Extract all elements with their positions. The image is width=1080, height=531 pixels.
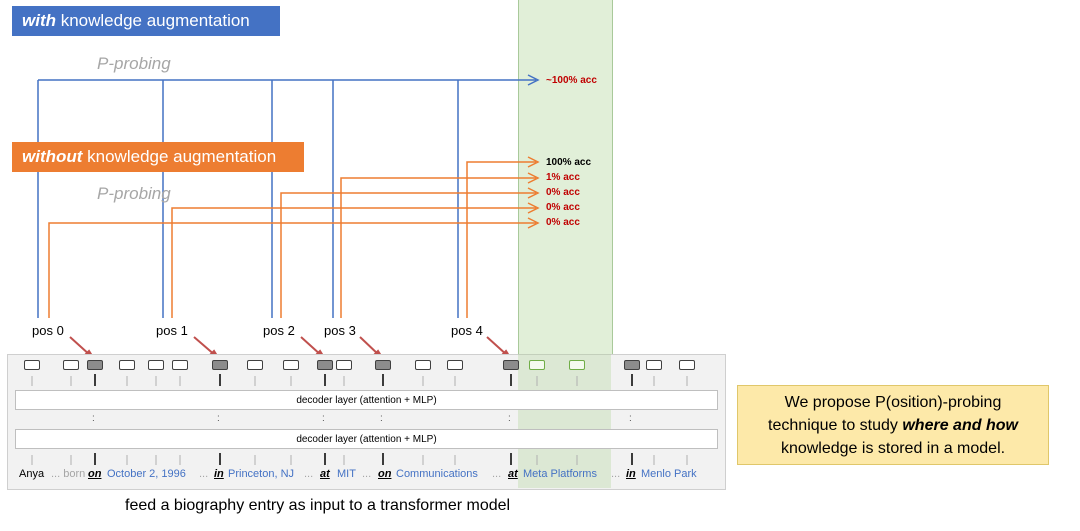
token-ellipsis: ... (492, 468, 502, 480)
without-line-pos1 (171, 207, 536, 318)
output-box (172, 360, 188, 370)
without-accuracy-pos3: 1% acc (546, 172, 580, 183)
without-accuracy-pos4: 100% acc (546, 157, 592, 168)
without-line-pos4 (466, 161, 536, 318)
vertical-dots: : (380, 413, 383, 424)
output-box (283, 360, 299, 370)
token-ellipsis: ... (199, 468, 209, 480)
vertical-dots: : (629, 413, 632, 424)
token-meta-platforms: Meta Platforms (523, 468, 597, 480)
output-box (24, 360, 40, 370)
without-accuracy-pos1: 0% acc (546, 202, 580, 213)
pos-label-4: pos 4 (451, 323, 483, 338)
vertical-dots: : (508, 413, 511, 424)
output-box (119, 360, 135, 370)
pos-label-2: pos 2 (263, 323, 295, 338)
without-augmentation-banner: without knowledge augmentation (12, 142, 304, 172)
output-box (247, 360, 263, 370)
with-augmentation-banner: with knowledge augmentation (12, 6, 280, 36)
token-anya: Anya (19, 468, 45, 480)
token-in: in (214, 468, 224, 480)
with-arrowhead (527, 74, 540, 86)
token-in: in (626, 468, 636, 480)
decoder-layer-top: decoder layer (attention + MLP) (15, 390, 718, 410)
output-box-probed (503, 360, 519, 370)
token-on: on (378, 468, 392, 480)
vertical-dots: : (92, 413, 95, 424)
vertical-dots: : (322, 413, 325, 424)
output-box (148, 360, 164, 370)
diagram-caption: feed a biography entry as input to a tra… (125, 497, 511, 514)
without-accuracy-pos2: 0% acc (546, 187, 580, 198)
output-box-probed (87, 360, 103, 370)
token-mit: MIT (337, 468, 356, 480)
without-line-pos0 (48, 222, 536, 318)
token-ellipsis: ... (304, 468, 314, 480)
token-ellipsis: ... (611, 468, 621, 480)
output-box (679, 360, 695, 370)
vertical-dots: : (217, 413, 220, 424)
pos-label-0: pos 0 (32, 323, 64, 338)
token-at: at (320, 468, 330, 480)
token-communications: Communications (396, 468, 478, 480)
output-box-probed (212, 360, 228, 370)
token-date: October 2, 1996 (107, 468, 186, 480)
token-city: Princeton, NJ (228, 468, 295, 480)
output-box-probed (317, 360, 333, 370)
with-accuracy: ~100% acc (546, 75, 597, 86)
without-line-pos2 (280, 192, 536, 318)
without-accuracy-pos0: 0% acc (546, 217, 580, 228)
output-box (447, 360, 463, 370)
token-menlo-park: Menlo Park (641, 468, 697, 480)
decoder-layer-bottom: decoder layer (attention + MLP) (15, 429, 718, 449)
output-box (529, 360, 545, 370)
token-at: at (508, 468, 518, 480)
pos-label-1: pos 1 (156, 323, 188, 338)
output-box (336, 360, 352, 370)
token-ellipsis: ... (362, 468, 372, 480)
output-box (415, 360, 431, 370)
output-box (63, 360, 79, 370)
pos-label-3: pos 3 (324, 323, 356, 338)
token-on: on (88, 468, 102, 480)
output-box (569, 360, 585, 370)
output-box (646, 360, 662, 370)
pprobing-label-without: P-probing (97, 184, 171, 203)
output-box-probed (375, 360, 391, 370)
proposal-note: We propose P(osition)-probing technique … (737, 385, 1049, 465)
pprobing-label-with: P-probing (97, 54, 171, 73)
panel-highlight (518, 354, 611, 488)
without-line-pos3 (340, 177, 536, 318)
token-born: ... born (51, 468, 86, 480)
output-box-probed (624, 360, 640, 370)
